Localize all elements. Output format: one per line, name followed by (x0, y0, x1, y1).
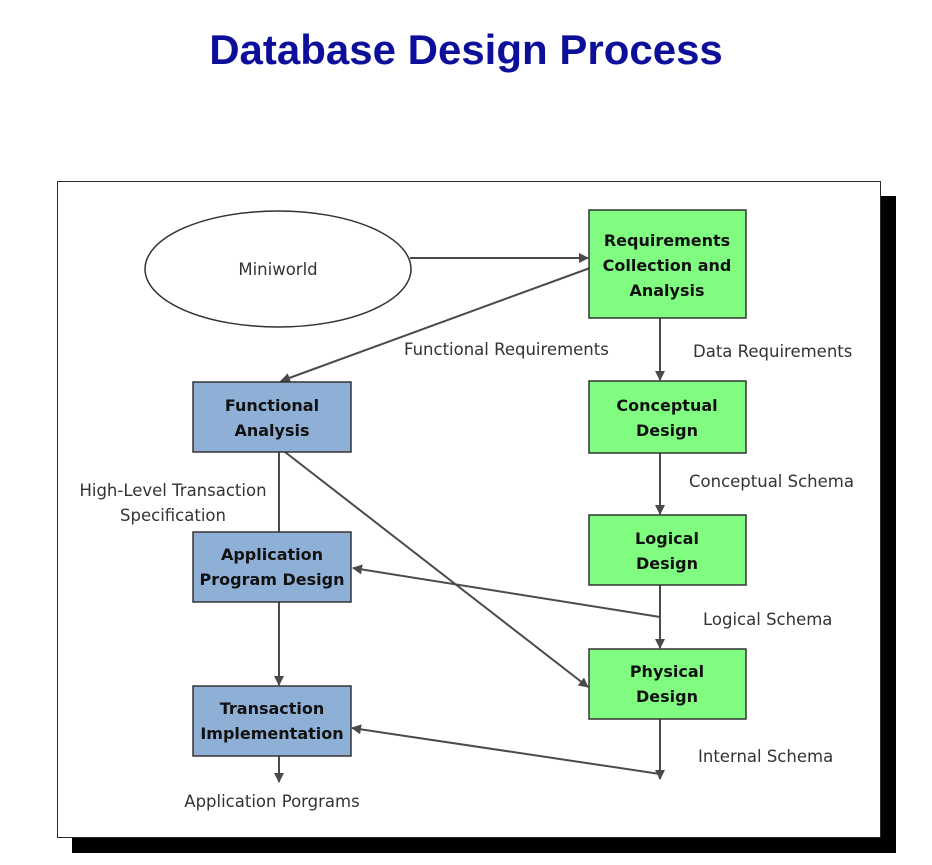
application-program-design-label-1: Application (221, 545, 323, 564)
functional-analysis-label-1: Functional (225, 396, 319, 415)
conceptual-design-label-2: Design (636, 421, 698, 440)
application-programs-label: Application Porgrams (184, 792, 359, 811)
application-program-design-label-2: Program Design (200, 570, 345, 589)
conceptual-design-label-1: Conceptual (616, 396, 717, 415)
logical-design-node (588, 514, 747, 586)
transaction-implementation-node (192, 685, 352, 757)
logical-design-label-1: Logical (635, 529, 699, 548)
functional-analysis-label-2: Analysis (234, 421, 309, 440)
edge-functional-to-physical (284, 451, 589, 688)
conceptual-schema-label: Conceptual Schema (689, 472, 854, 491)
functional-requirements-label: Functional Requirements (404, 340, 609, 359)
high-level-transaction-label-1: High-Level Transaction (79, 481, 266, 500)
data-requirements-label: Data Requirements (693, 342, 852, 361)
miniworld-node (144, 210, 412, 328)
application-program-design-node (192, 531, 352, 603)
physical-design-label-1: Physical (630, 662, 704, 681)
transaction-implementation-label-1: Transaction (220, 699, 325, 718)
high-level-transaction-label-2: Specification (120, 506, 226, 525)
transaction-implementation-label-2: Implementation (200, 724, 343, 743)
page-title: Database Design Process (209, 26, 723, 73)
edge-requirements-to-functional-analysis (280, 267, 591, 383)
edge-logical-schema-to-application (352, 564, 661, 618)
internal-schema-label: Internal Schema (698, 747, 833, 766)
logical-design-label-2: Design (636, 554, 698, 573)
requirements-label-2: Collection and (603, 256, 732, 275)
requirements-label-1: Requirements (604, 231, 730, 250)
requirements-node (588, 209, 747, 319)
requirements-label-3: Analysis (629, 281, 704, 300)
logical-schema-label: Logical Schema (703, 610, 832, 629)
edge-internal-schema-to-transaction (351, 724, 661, 775)
physical-design-node (588, 648, 747, 720)
physical-design-label-2: Design (636, 687, 698, 706)
functional-analysis-node (192, 381, 352, 453)
conceptual-design-node (588, 380, 747, 454)
miniworld-label: Miniworld (238, 260, 317, 279)
